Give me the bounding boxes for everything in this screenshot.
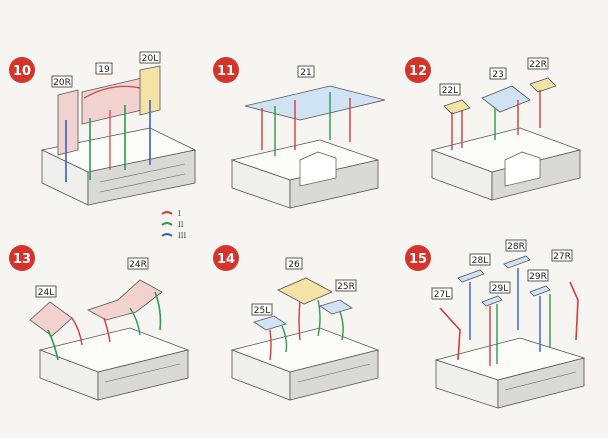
step-11-building-front xyxy=(289,159,379,209)
part-24r xyxy=(87,279,163,321)
svg-text:22L: 22L xyxy=(442,86,458,96)
svg-text:20R: 20R xyxy=(53,78,71,88)
label-27l: 27L xyxy=(431,287,453,300)
step-10-number: 10 xyxy=(13,64,31,79)
step-15-panel: 15 27L 28L 28R 29L 29R 27R xyxy=(405,239,586,409)
step-14-building-front xyxy=(289,349,379,401)
legend-label-2: II xyxy=(178,221,184,229)
part-22r xyxy=(529,77,557,93)
legend-swatch-1 xyxy=(161,211,173,215)
legend-label-1: I xyxy=(178,210,181,218)
step-14-panel: 14 26 25L 25R xyxy=(213,245,380,401)
legend-swatch-2 xyxy=(161,222,173,226)
svg-text:25L: 25L xyxy=(254,306,270,316)
label-25r: 25R xyxy=(335,279,357,292)
svg-text:25R: 25R xyxy=(337,282,355,292)
part-26 xyxy=(277,277,333,305)
part-21 xyxy=(244,85,386,121)
label-22l: 22L xyxy=(439,83,461,96)
step-13-badge xyxy=(9,245,35,271)
label-20r: 20R xyxy=(51,75,73,88)
step-11-badge xyxy=(213,57,239,83)
legend-label-3: III xyxy=(178,232,187,240)
svg-text:27L: 27L xyxy=(434,290,450,300)
svg-text:21: 21 xyxy=(300,68,311,78)
part-25l xyxy=(253,315,287,331)
step-14-number: 14 xyxy=(217,252,235,267)
svg-text:29L: 29L xyxy=(492,284,508,294)
part-29l xyxy=(481,295,503,307)
label-23: 23 xyxy=(489,67,507,80)
svg-text:26: 26 xyxy=(288,260,300,270)
label-21: 21 xyxy=(297,65,315,78)
step-10-panel: 10 20R 19 20L xyxy=(9,51,197,206)
step-12-badge xyxy=(405,57,431,83)
legend-swatch-3 xyxy=(161,233,173,237)
label-29r: 29R xyxy=(527,269,549,282)
part-27l xyxy=(439,307,461,361)
label-20l: 20L xyxy=(139,51,161,64)
svg-text:24R: 24R xyxy=(129,260,147,270)
step-13-panel: 13 24L 24R xyxy=(9,245,190,401)
part-23 xyxy=(481,85,531,113)
part-25r xyxy=(319,299,353,315)
step-11-number: 11 xyxy=(217,64,235,79)
step-11-panel: 11 21 xyxy=(213,57,386,209)
label-27r: 27R xyxy=(551,249,573,262)
step-15-badge xyxy=(405,245,431,271)
label-29l: 29L xyxy=(489,281,511,294)
svg-text:24L: 24L xyxy=(38,288,54,298)
part-19 xyxy=(81,77,143,125)
step-12-number: 12 xyxy=(409,64,427,79)
part-27r xyxy=(569,281,579,341)
step-15-number: 15 xyxy=(409,252,427,267)
label-28l: 28L xyxy=(469,253,491,266)
label-26: 26 xyxy=(285,257,303,270)
step-13-number: 13 xyxy=(13,252,31,267)
part-29r xyxy=(529,285,551,297)
label-24r: 24R xyxy=(127,257,149,270)
svg-text:19: 19 xyxy=(98,65,110,75)
label-19: 19 xyxy=(95,62,113,75)
part-20l xyxy=(139,65,161,116)
step-14-badge xyxy=(213,245,239,271)
part-28l xyxy=(457,269,485,283)
svg-text:20L: 20L xyxy=(142,54,158,64)
step-12-panel: 12 22L 23 22R xyxy=(405,57,582,201)
part-20r xyxy=(57,89,79,156)
label-28r: 28R xyxy=(505,239,527,252)
svg-text:27R: 27R xyxy=(553,252,571,262)
step-13-building-front xyxy=(97,349,189,401)
svg-text:23: 23 xyxy=(492,70,503,80)
svg-text:28L: 28L xyxy=(472,256,488,266)
step-10-badge xyxy=(9,57,35,83)
part-28r xyxy=(503,255,531,269)
svg-text:28R: 28R xyxy=(507,242,525,252)
svg-text:29R: 29R xyxy=(529,272,547,282)
part-24l xyxy=(29,301,73,337)
label-24l: 24L xyxy=(35,285,57,298)
label-25l: 25L xyxy=(251,303,273,316)
label-22r: 22R xyxy=(527,57,549,70)
legend: I II III xyxy=(161,210,187,240)
part-22l xyxy=(443,99,471,115)
svg-text:22R: 22R xyxy=(529,60,547,70)
step-15-building-front xyxy=(497,357,585,409)
step-10-building-front xyxy=(87,149,196,206)
